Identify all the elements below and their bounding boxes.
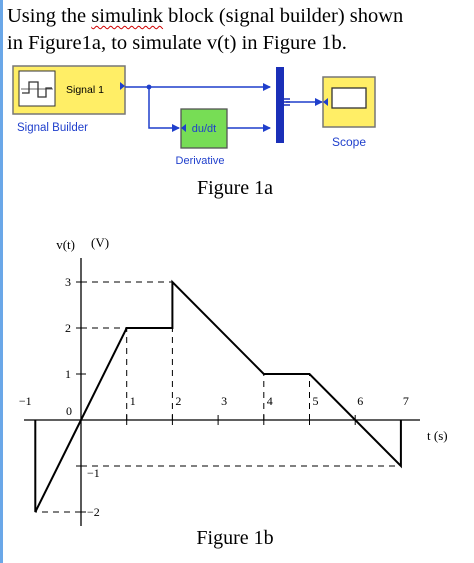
x-tick-label: 7 [403, 394, 409, 408]
x-tick-label: 5 [313, 394, 319, 408]
du-dt-text: du/dt [192, 123, 216, 135]
mux-block[interactable] [276, 67, 290, 143]
question-text: Using the simulink block (signal builder… [7, 3, 467, 57]
y-tick-label: 2 [65, 321, 71, 335]
y-axis-label: v(t) [56, 237, 75, 252]
origin-label: 0 [66, 404, 72, 418]
x-tick-label: 2 [175, 394, 181, 408]
x-axis-label: t (s) [427, 428, 448, 443]
figure-1a-caption: Figure 1a [197, 177, 273, 199]
signal-wires [125, 83, 323, 132]
x-tick-label: 1 [130, 394, 136, 408]
x-tick-label: −1 [19, 394, 32, 408]
y-tick-label: −2 [87, 505, 100, 519]
axis-ticks [76, 281, 356, 513]
signal-builder-block[interactable]: Signal 1 [12, 65, 126, 115]
x-tick-label: 6 [357, 394, 363, 408]
signal-waveform-icon [21, 81, 53, 98]
misspelled-word: simulink [91, 5, 164, 27]
y-tick-label: 3 [65, 275, 71, 289]
question-line1-post: block (signal builder) shown [163, 5, 404, 27]
x-tick-label: 4 [267, 394, 273, 408]
scope-label: Scope [332, 135, 366, 149]
question-line1-pre: Using the [7, 5, 92, 27]
scope-screen-icon [331, 87, 367, 109]
figure-1a-diagram: Signal 1 Signal Builder du/dt Derivative… [12, 65, 376, 199]
figure-1b-caption: Figure 1b [196, 527, 273, 549]
scope-block[interactable] [322, 76, 376, 128]
question-line2: in Figure1a, to simulate v(t) in Figure … [7, 32, 347, 54]
y-tick-label: 1 [65, 367, 71, 381]
derivative-label: Derivative [176, 155, 225, 167]
axes [24, 258, 420, 526]
y-tick-label: −1 [87, 466, 100, 480]
derivative-in-port-icon [181, 124, 186, 132]
y-unit-label: (V) [91, 235, 109, 250]
left-edge-bar [0, 0, 3, 563]
scope-in-port-icon [323, 98, 328, 106]
signal-out-port-icon [120, 82, 125, 90]
signal-builder-label: Signal Builder [17, 122, 88, 134]
signal-1-text: Signal 1 [66, 84, 104, 96]
waveform-line [34, 279, 402, 513]
derivative-block[interactable]: du/dt [180, 108, 228, 149]
x-tick-label: 3 [221, 394, 227, 408]
